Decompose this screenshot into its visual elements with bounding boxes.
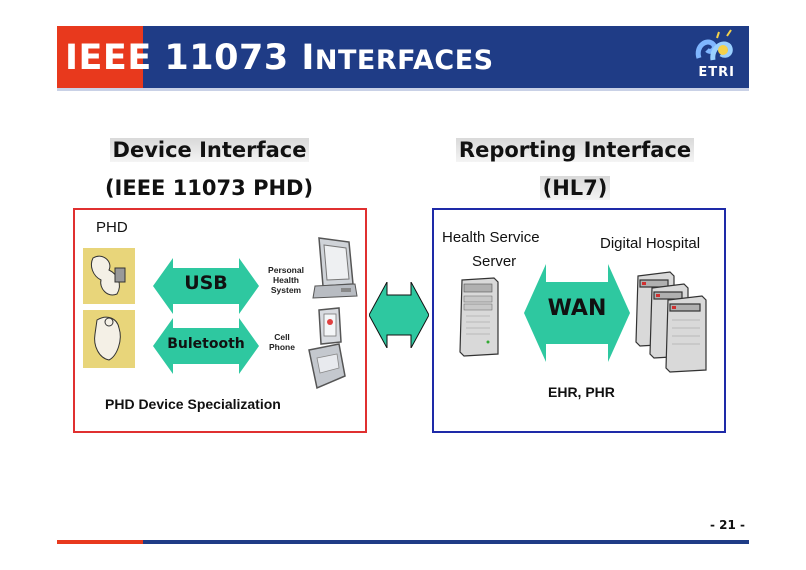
page-title: IEEE 11073 INTERFACES [65, 38, 494, 78]
interface-link-arrow [369, 282, 429, 348]
phd-device-specialization-caption: PHD Device Specialization [105, 396, 281, 412]
hl7-heading: (HL7) [517, 176, 633, 200]
cell-phone-label: Cell Phone [269, 332, 295, 352]
logo-text: ETRI [698, 65, 735, 80]
health-service-server-label-line2: Server [472, 253, 517, 270]
ieee-phd-heading: (IEEE 11073 PHD) [104, 176, 314, 200]
server-icon [459, 277, 499, 357]
reporting-interface-heading: Reporting Interface [450, 138, 700, 162]
reporting-interface-box: Health Service Server Digital Hospital W… [432, 208, 726, 433]
bluetooth-label: Buletooth [167, 336, 245, 352]
bluetooth-arrow [153, 318, 259, 374]
title-bar: IEEE 11073 INTERFACES ETRI [57, 26, 749, 88]
digital-hospital-servers-icon [635, 271, 707, 373]
personal-health-system-icon [312, 237, 358, 299]
wan-arrow [524, 264, 630, 362]
title-accent [57, 26, 143, 88]
device-interface-box: PHD USB Buletooth Personal Health System… [73, 208, 367, 433]
phd-devices-icon [83, 248, 135, 368]
footer-accent [57, 540, 143, 544]
etri-logo-icon [695, 29, 733, 61]
slide: IEEE 11073 INTERFACES ETRI Device Interf… [57, 26, 749, 544]
ehr-phr-caption: EHR, PHR [548, 384, 615, 400]
usb-arrow [153, 258, 259, 314]
digital-hospital-label: Digital Hospital [600, 235, 701, 252]
device-interface-heading: Device Interface [107, 138, 312, 162]
wan-label: WAN [547, 296, 607, 321]
title-underline [57, 88, 749, 91]
phd-label: PHD [96, 219, 128, 236]
personal-health-system-label: Personal Health System [268, 265, 304, 295]
cell-phone-icon [308, 307, 346, 390]
footer-bar [57, 540, 749, 544]
health-service-server-label-line1: Health Service [442, 229, 540, 246]
usb-label: USB [184, 272, 228, 294]
page-number: - 21 - [709, 518, 745, 532]
